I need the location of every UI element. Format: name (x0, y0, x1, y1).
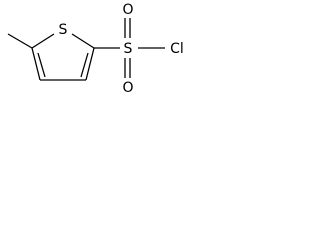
ring-bond-c4-c5 (31, 47, 41, 81)
sulfonyl-sulfur-label: S (124, 41, 133, 57)
chemical-structure-diagram: S S O O Cl (7, 2, 184, 96)
oxygen-bottom-label: O (122, 80, 133, 96)
ring-bond-c5-s1 (31, 33, 55, 49)
ring-bond-c2-c3 (85, 47, 95, 81)
ring-sulfur-label: S (59, 22, 68, 38)
ring-bond-c4-c5-inner (37, 52, 46, 78)
methyl-bond (7, 33, 33, 49)
ring-bond-s1-c2 (71, 33, 95, 49)
ring-bond-c2-c3-inner (80, 52, 89, 78)
chlorine-label: Cl (170, 41, 184, 57)
oxygen-top-label: O (122, 2, 133, 18)
